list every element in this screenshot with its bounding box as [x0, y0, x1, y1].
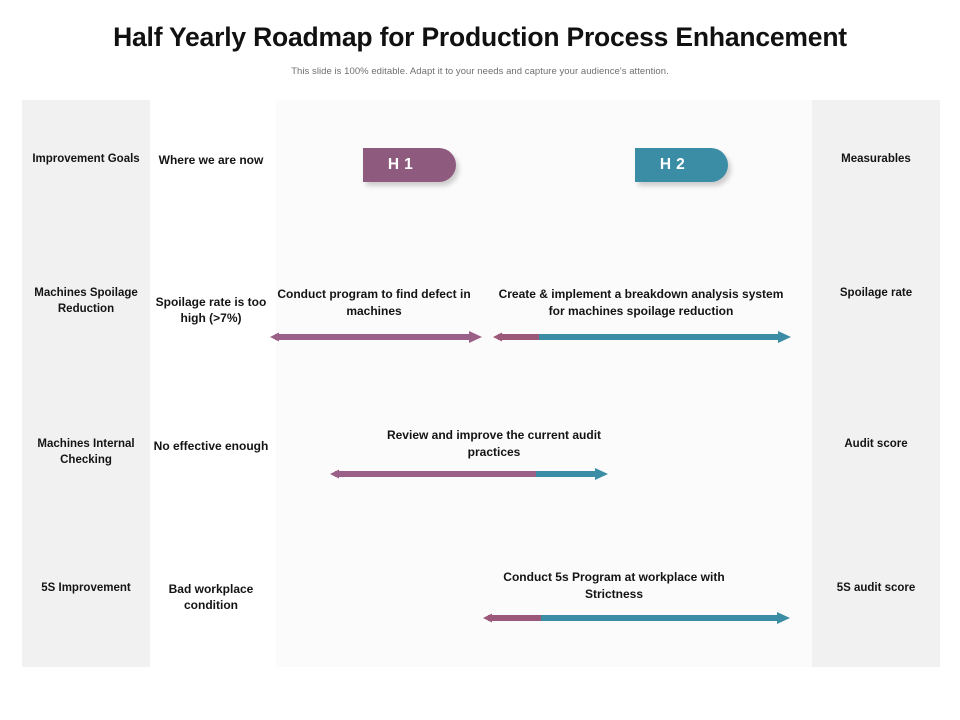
phase-badge-h1[interactable]: H 1: [363, 148, 456, 182]
page-subtitle: This slide is 100% editable. Adapt it to…: [291, 66, 669, 77]
goals-column-header: Improvement Goals: [32, 153, 140, 165]
current-state-row-1: Spoilage rate is too high (>7%): [155, 295, 267, 326]
goal-label-row-3: 5S Improvement: [41, 582, 131, 594]
goal-label-row-1: Machines Spoilage Reduction: [34, 287, 138, 315]
current-state-row-2: No effective enough: [153, 439, 269, 453]
task-label-row-2-task-1: Review and improve the current audit pra…: [386, 428, 602, 460]
goal-label-row-2: Machines Internal Checking: [37, 438, 135, 466]
task-label-row-3-task-1: Conduct 5s Program at workplace with Str…: [503, 570, 725, 602]
task-label-row-1-task-2: Create & implement a breakdown analysis …: [498, 287, 784, 319]
measurable-row-3: 5S audit score: [836, 582, 916, 594]
task-arrow-row-1-task-2: [493, 329, 791, 345]
task-arrow-row-3-task-1: [483, 610, 790, 626]
current-state-row-3: Bad workplace condition: [168, 582, 254, 613]
task-arrow-row-1-task-1: [270, 329, 482, 345]
task-label-row-1-task-1: Conduct program to find defect in machin…: [277, 287, 471, 319]
measurable-row-2: Audit score: [844, 438, 908, 450]
measurables-column-header: Measurables: [841, 153, 911, 165]
measurables-column-panel: [812, 100, 940, 667]
goals-column-panel: [22, 100, 150, 667]
current-state-column-header: Where we are now: [158, 153, 264, 167]
task-arrow-row-2-task-1: [330, 466, 608, 482]
timeline-band: [276, 100, 812, 667]
phase-badge-h2[interactable]: H 2: [635, 148, 728, 182]
measurable-row-1: Spoilage rate: [839, 287, 913, 299]
page-title: Half Yearly Roadmap for Production Proce…: [113, 22, 847, 52]
